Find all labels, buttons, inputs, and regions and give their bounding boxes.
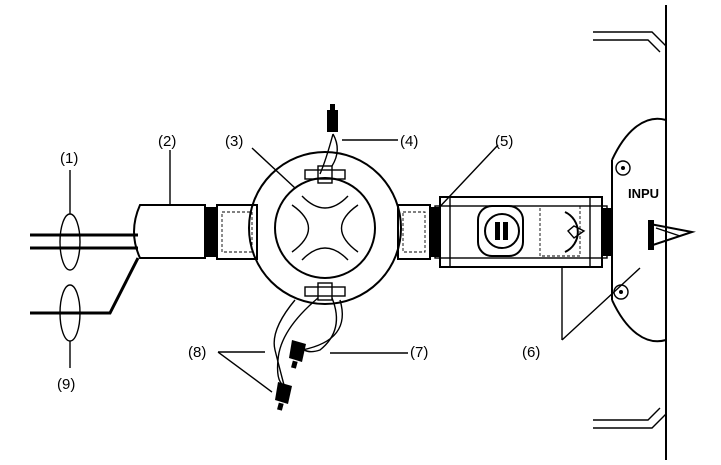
leader-lines — [69, 139, 641, 393]
enclosure-mount-screw-top — [615, 160, 631, 176]
clamp-screw-bottom — [304, 282, 346, 301]
enclosure-input-text: INPU — [628, 186, 659, 201]
label-8: (8) — [188, 344, 206, 361]
label-5: (5) — [495, 133, 513, 150]
gland-body-nut — [539, 205, 586, 257]
ring-clamp — [248, 151, 402, 305]
label-7: (7) — [410, 344, 428, 361]
label-9: (9) — [57, 376, 75, 393]
bottom-leads — [273, 297, 344, 386]
enclosure-wall — [593, 5, 667, 460]
bottom-lead-connector-upper — [289, 340, 306, 369]
label-3: (3) — [225, 133, 243, 150]
gland-nut-left — [205, 204, 258, 260]
top-lead-connector — [327, 104, 338, 132]
clamp-screw-top — [304, 165, 346, 184]
label-2: (2) — [158, 133, 176, 150]
label-4: (4) — [400, 133, 418, 150]
gland-body — [434, 196, 612, 268]
gland-body-window — [477, 205, 524, 257]
wire-loop-1 — [59, 213, 81, 271]
cable-sheath — [133, 204, 206, 259]
label-6: (6) — [522, 344, 540, 361]
top-lead — [319, 133, 338, 175]
enclosure-entry-bushing — [648, 220, 696, 250]
bottom-lead-connector-lower — [275, 382, 292, 411]
cable-wires — [30, 233, 140, 315]
label-1: (1) — [60, 150, 78, 167]
enclosure-mount-screw-bottom — [613, 284, 629, 300]
